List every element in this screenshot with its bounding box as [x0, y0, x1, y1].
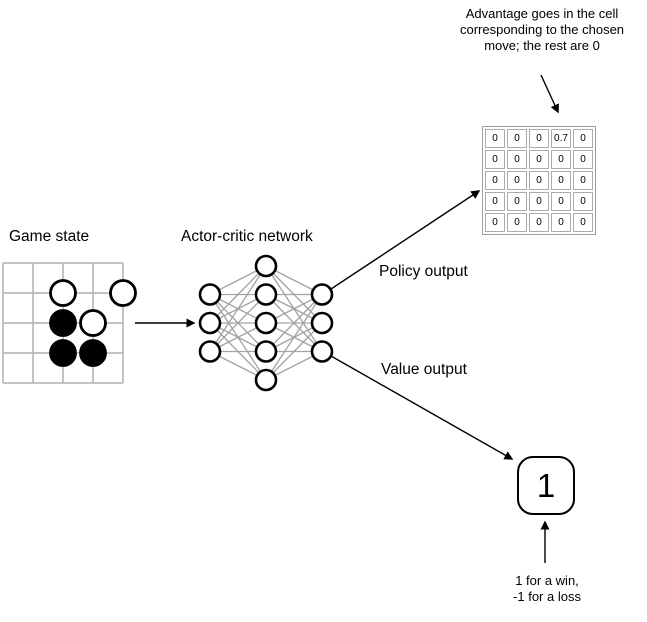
network-edge [265, 294, 323, 381]
policy-cell: 0 [551, 150, 571, 169]
reward-line2: -1 for a loss [513, 589, 581, 604]
policy-cell: 0 [529, 150, 549, 169]
network-node [254, 340, 278, 363]
black-stone [49, 309, 77, 337]
network-node [198, 283, 222, 306]
policy-cell: 0 [573, 129, 593, 148]
policy-cell: 0 [485, 129, 505, 148]
policy-cell: 0 [485, 213, 505, 232]
network-node [254, 311, 278, 335]
policy-cell: 0 [529, 192, 549, 211]
policy-cell: 0 [485, 150, 505, 169]
network-node [254, 254, 278, 278]
network-node [310, 311, 334, 335]
white-stone [49, 279, 77, 307]
policy-cell: 0 [507, 213, 527, 232]
value-arrow [330, 355, 514, 460]
network-edge [209, 294, 267, 352]
policy-cell: 0 [507, 150, 527, 169]
policy-cell: 0 [507, 171, 527, 190]
policy-arrow [330, 190, 481, 290]
network-node [198, 340, 222, 363]
policy-cell: 0 [573, 171, 593, 190]
policy-output-label: Policy output [379, 263, 468, 280]
arrows [135, 74, 559, 563]
network-node [310, 283, 334, 306]
value-box: 1 [517, 456, 575, 515]
network-node [310, 340, 334, 363]
policy-cell: 0 [551, 171, 571, 190]
policy-cell: 0 [529, 213, 549, 232]
policy-cell: 0.7 [551, 129, 571, 148]
policy-cell: 0 [507, 192, 527, 211]
policy-cell: 0 [551, 192, 571, 211]
network-edge [265, 294, 323, 352]
policy-cell: 0 [573, 192, 593, 211]
policy-cell: 0 [573, 213, 593, 232]
policy-cell: 0 [485, 171, 505, 190]
go-board [2, 262, 137, 384]
network-node [198, 311, 222, 335]
policy-cell: 0 [529, 171, 549, 190]
white-stone [109, 279, 137, 307]
network-edge [209, 265, 267, 324]
reward-line1: 1 for a win, [515, 573, 579, 588]
annotation-arrow [540, 74, 559, 114]
black-stone [79, 339, 107, 367]
network-node [254, 368, 278, 392]
network-edge [209, 265, 267, 352]
policy-cell: 0 [529, 129, 549, 148]
actor-critic-label: Actor-critic network [181, 228, 313, 245]
white-stone [79, 309, 107, 337]
policy-cell: 0 [507, 129, 527, 148]
advantage-annotation: Advantage goes in the cell corresponding… [459, 6, 625, 53]
policy-cell: 0 [551, 213, 571, 232]
value-output-label: Value output [381, 361, 467, 378]
network-node [254, 283, 278, 306]
game-state-label: Game state [9, 228, 90, 245]
reward-annotation: 1 for a win, -1 for a loss [480, 573, 614, 605]
policy-cell: 0 [485, 192, 505, 211]
value-text: 1 [536, 466, 556, 504]
neural-network [198, 254, 334, 392]
black-stone [49, 339, 77, 367]
policy-cell: 0 [573, 150, 593, 169]
network-edge [265, 322, 323, 381]
